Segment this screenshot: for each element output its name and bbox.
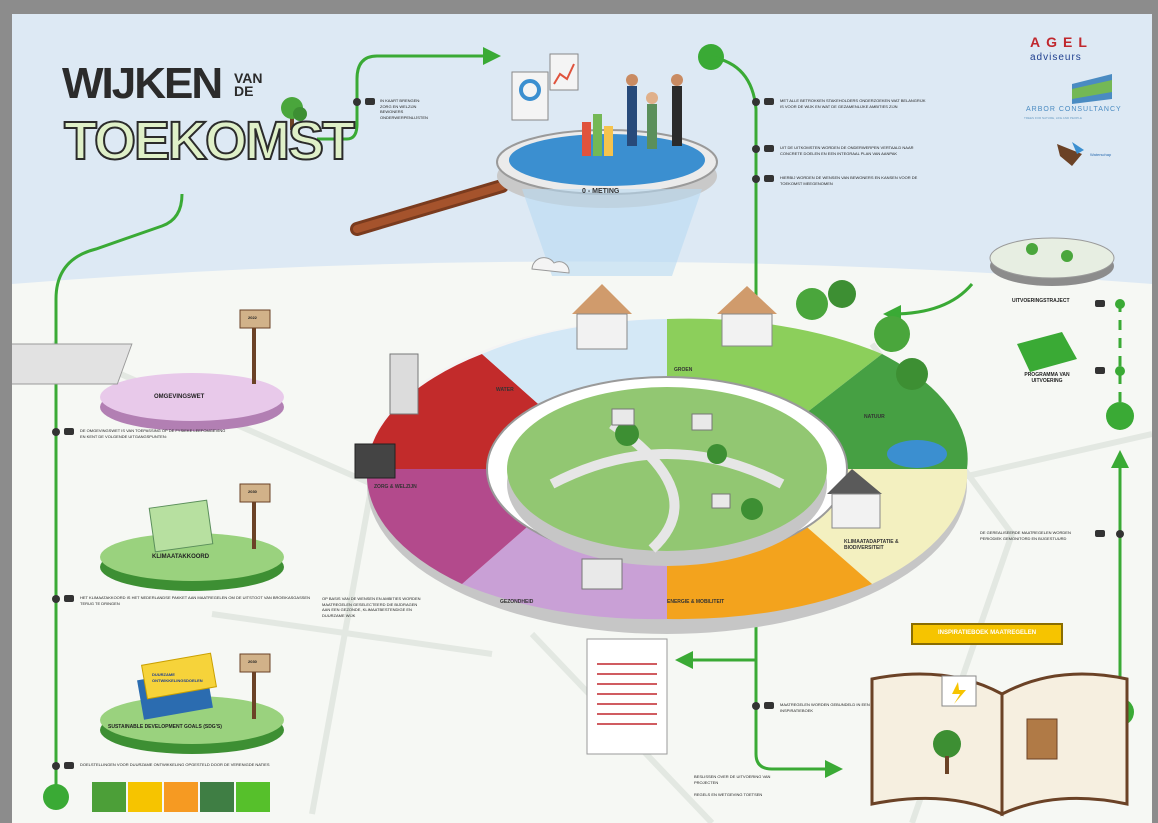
dashed-node-2 [1115,366,1125,376]
omgevingswet-label: OMGEVINGSWET [154,394,205,400]
left-note-2: HET KLIMAATAKKOORD IS HET NEDERLANDSE PA… [80,595,310,606]
inspiratieboek-icon [870,623,1129,817]
sdg-sign: 2030 [248,659,257,664]
poster: WIJKEN VAN DE TOEKOMST AGEL adviseurs AR… [12,14,1152,823]
left-note-3: DOELSTELLINGEN VOOR DUURZAME ONTWIKKELIN… [80,762,270,767]
inspiratieboek-banner: INSPIRATIEBOEK MAATREGELEN [937,630,1037,636]
top-node [353,98,361,106]
sdg-tiles [92,782,270,812]
klimaatakkoord-disc [100,483,284,591]
book-icon [148,499,214,553]
ring-label-gezondheid: GEZONDHEID [500,599,534,605]
thumbs-up-icon [64,762,74,769]
uitvoeringstraject-disc [989,237,1115,372]
bottom-note-2: BESLISSEN OVER DE UITVOERING VAN PROJECT… [694,774,771,785]
title-van-de: VAN DE [234,70,263,99]
left-note-1: DE OMGEVINGSWET IS VAN TOEPASSING OP DE … [80,428,226,439]
tree-icon [281,97,307,130]
omgevingswet-disc [12,309,284,431]
left-process-line [54,193,184,799]
right-note-2: UIT DE UITKOMSTEN WORDEN DE ONDERWERPEN … [780,145,914,156]
agel-subtitle: adviseurs [1030,52,1082,63]
thumbs-up-icon [64,428,74,435]
right-node-3 [752,175,760,183]
left-node-2 [52,595,60,603]
start-dot [43,784,69,810]
dashed-node-1 [1115,299,1125,309]
right-node-1 [752,98,760,106]
klimaatakkoord-label: KLIMAATAKKOORD [152,554,210,560]
uitvoering-arrow [883,283,974,323]
nulmeting-bullet-1: ZORG EN WELZIJN [380,103,417,109]
omgevingswet-sign: 2022 [248,315,257,320]
magnifier-beam [522,189,702,276]
programma-label: PROGRAMMA VAN UITVOERING [1024,372,1070,384]
ring-label-groen: GROEN [674,367,693,373]
ring-label-natuur: NATUUR [864,414,885,420]
title-line-1: WIJKEN [62,59,223,108]
nulmeting-bullet-3: ONDERWERPENLIJSTEN [380,114,428,120]
right-loop-node [1116,530,1124,538]
thumbs-up-icons [64,98,1105,769]
uitvoering-label: UITVOERINGSTRAJECT [1012,298,1070,304]
signpost-icon [239,653,271,673]
nulmeting-label: 0 - METING [582,188,620,195]
thumbs-up-icon [764,175,774,182]
left-node-1 [52,428,60,436]
right-note-1: MET ALLE BETROKKEN STAKEHOLDERS ONDERZOE… [780,98,926,109]
signpost-icon [239,483,271,503]
nulmeting-intro: IN KAART BRENGEN: [380,98,421,103]
right-mid-dot [1106,402,1134,430]
right-note-3: HIERBIJ WORDEN DE WENSEN VAN BEWONERS EN… [780,175,918,186]
nulmeting-notes: IN KAART BRENGEN: ZORG EN WELZIJN BEWONE… [380,98,450,120]
programma-icon [1017,332,1077,372]
arbor-logo-subtitle: TREES FOR NATURE, LIFE AND PEOPLE [1024,116,1082,120]
thumbs-up-icon [764,702,774,709]
monitoring-note: DE GEREALISEERDE MAATREGELEN WORDEN PERI… [980,530,1071,541]
arbor-logo-text: ARBOR CONSULTANCY [1026,106,1122,113]
ring-label-water: WATER [496,387,514,393]
agel-logo: AGEL [1030,34,1093,50]
thumbs-up-icon [1095,300,1105,307]
cloud-icon [531,257,570,274]
sdg-label: SUSTAINABLE DEVELOPMENT GOALS (SDG'S) [108,724,222,730]
right-node-4 [752,702,760,710]
ring-decorations [354,257,947,590]
right-node-2 [752,145,760,153]
signpost-icon [239,309,271,329]
arbor-logo [1072,74,1112,104]
thumbs-up-icon [1095,367,1105,374]
waterschap-logo-text: Waterschap [1090,152,1112,157]
thumbs-up-icon [365,98,375,105]
bottom-note-1: MAATREGELEN WORDEN GEBUNDELD IN EEN INSP… [780,702,870,713]
nulmeting-bullet-2: BEWONERS [380,109,404,115]
ring-label-klimaat: KLIMAATADAPTATIE & BIODIVERSITEIT [844,539,899,551]
left-node-3 [52,762,60,770]
central-disc [366,318,968,634]
ring-label-energie: ENERGIE & MOBILITEIT [667,599,725,605]
center-note: OP BASIS VAN DE WENSEN EN AMBITIES WORDE… [322,596,421,618]
thumbs-up-icon [764,98,774,105]
document-icon [586,638,668,755]
sdg-book-title: DUURZAME ONTWIKKELINGSDOELEN [152,672,203,683]
klimaatakkoord-sign: 2030 [248,489,257,494]
title-line-2: TOEKOMST [63,111,356,171]
poster-graphics [12,14,1152,823]
waterschap-logo [1057,142,1084,166]
thumbs-up-icon [1095,530,1105,537]
thumbs-up-icon [64,595,74,602]
sdg-disc [100,652,284,754]
ring-label-zorg: ZORG & WELZIJN [374,484,417,490]
bottom-note-3: REGELS EN WETGEVING TOETSEN [694,792,763,797]
thumbs-up-icon [764,145,774,152]
